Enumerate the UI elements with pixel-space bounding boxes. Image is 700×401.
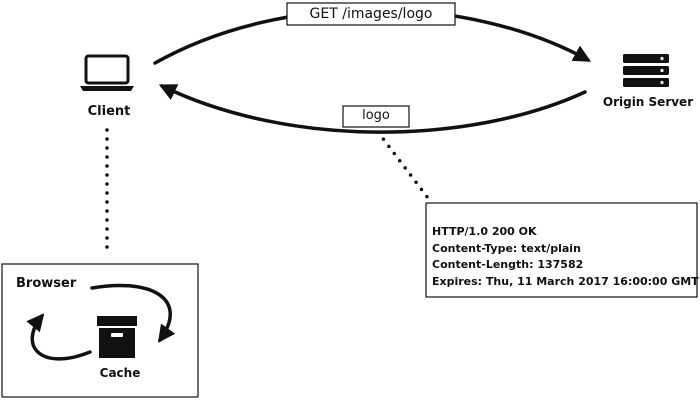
request-label-box xyxy=(286,2,456,26)
request-label: GET /images/logo xyxy=(309,6,433,22)
laptop-icon xyxy=(80,54,134,91)
server-icon xyxy=(623,54,669,87)
client-label: Client xyxy=(87,104,131,119)
response-headers: HTTP/1.0 200 OK Content-Type: text/plain… xyxy=(432,224,699,290)
cache-label: Cache xyxy=(99,366,141,380)
cache-box-icon xyxy=(97,316,137,358)
cache-loop-arrow-right xyxy=(90,283,176,343)
header-status-line: HTTP/1.0 200 OK xyxy=(432,225,537,238)
cache-loop-arrow-left xyxy=(26,313,92,361)
header-content-length: Content-Length: 137582 xyxy=(432,258,584,271)
headers-box xyxy=(425,202,698,298)
browser-label: Browser xyxy=(16,276,77,291)
origin-server-label: Origin Server xyxy=(602,95,694,109)
response-label-box xyxy=(342,105,410,128)
header-expires: Expires: Thu, 11 March 2017 16:00:00 GMT xyxy=(432,274,699,288)
header-content-type: Content-Type: text/plain xyxy=(432,241,581,255)
response-headers-connector xyxy=(376,130,430,200)
response-label: logo xyxy=(362,108,390,123)
